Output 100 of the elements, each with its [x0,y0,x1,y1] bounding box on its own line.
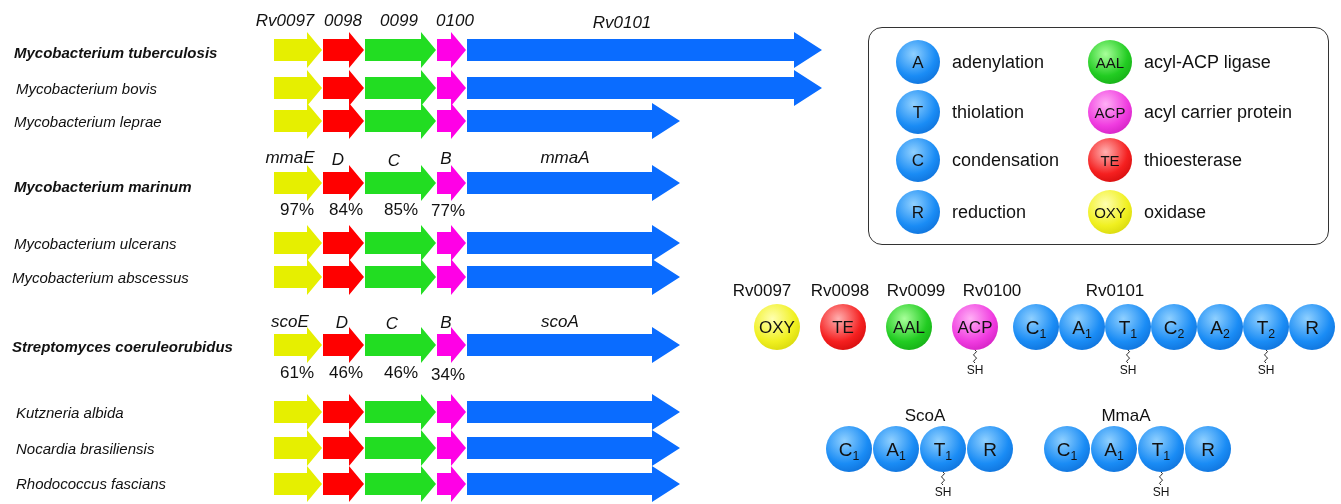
protein-name: ScoA [904,406,946,424]
gene-label: B [440,313,452,331]
domain-abbreviation: R [983,439,997,459]
domain-circle [1013,304,1059,350]
domain-circle [967,426,1013,472]
domain-circle [820,304,866,350]
species-name: Nocardia brasiliensis [16,440,155,456]
thiol-label: SH [966,364,984,376]
domain-abbreviation: ACP [957,318,993,336]
thiol-label: SH [1257,364,1275,376]
domain-circle [952,304,998,350]
gene-label: D [335,313,349,331]
thiol-label: SH [1119,364,1137,376]
domain-abbreviation: R [1305,317,1319,337]
domain-circle [1105,304,1151,350]
domain-abbreviation: T$_{1}$ [1118,317,1138,337]
domain-circle [1088,40,1132,84]
gene-label: Rv0101 [592,13,652,31]
domain-abbreviation: T$_{1}$ [1151,439,1171,459]
identity-percentage: 61% [280,363,314,381]
domain-circle [1059,304,1105,350]
domain-circle [896,138,940,182]
identity-percentage: 46% [384,363,418,381]
domain-abbreviation: OXY [1094,204,1126,220]
domain-description: acyl-ACP ligase [1144,53,1271,71]
gene-label: scoE [271,312,309,330]
domain-abbreviation: TE [1100,152,1120,168]
domain-abbreviation: A$_{1}$ [1104,439,1124,459]
protein-name: Rv0099 [886,281,946,299]
domain-circle [1289,304,1335,350]
gene-label: B [440,149,452,167]
species-name: Mycobacterium leprae [14,113,162,129]
protein-name: Rv0101 [1085,281,1145,299]
domain-abbreviation: A$_{2}$ [1210,317,1230,337]
domain-circle [886,304,932,350]
domain-circle [920,426,966,472]
gene-label: mmaE [265,148,315,166]
domain-circle [1088,90,1132,134]
domain-circle [1044,426,1090,472]
species-name: Mycobacterium ulcerans [14,235,177,251]
species-name: Streptomyces coeruleorubidus [12,338,233,354]
domain-abbreviation: C [911,151,925,169]
legend-panel [868,27,1329,245]
domain-abbreviation: OXY [759,318,795,336]
domain-circle [1088,190,1132,234]
identity-percentage: 77% [431,201,465,219]
domain-abbreviation: A$_{1}$ [1072,317,1092,337]
domain-circle [873,426,919,472]
identity-percentage: 97% [280,200,314,218]
domain-abbreviation: T$_{2}$ [1256,317,1276,337]
domain-circle [826,426,872,472]
species-name: Rhodococcus fascians [16,475,167,491]
domain-description: acyl carrier protein [1144,103,1293,121]
domain-circle [1138,426,1184,472]
domain-abbreviation: T [912,103,924,121]
protein-name: Rv0100 [962,281,1022,299]
domain-description: reduction [952,203,1027,221]
domain-abbreviation: R [911,203,925,221]
domain-abbreviation: A$_{1}$ [886,439,906,459]
domain-abbreviation: AAL [1095,54,1125,70]
gene-label: Rv0097 [255,11,315,29]
gene-label: 0099 [380,11,418,29]
domain-abbreviation: AAL [892,318,926,336]
domain-circle [1243,304,1289,350]
domain-abbreviation: ACP [1094,104,1126,120]
gene-label: 0100 [436,11,474,29]
identity-percentage: 85% [384,200,418,218]
domain-description: oxidase [1144,203,1207,221]
identity-percentage: 34% [431,365,465,383]
domain-abbreviation: TE [832,318,854,336]
gene-label: C [387,151,401,169]
identity-percentage: 46% [329,363,363,381]
protein-name: MmaA [1101,406,1151,424]
domain-circle [896,40,940,84]
thiol-label: SH [934,486,952,498]
gene-label: C [385,314,399,332]
domain-circle [896,190,940,234]
species-name: Kutzneria albida [16,404,124,420]
thiol-label: SH [1152,486,1170,498]
domain-abbreviation: A [912,53,924,71]
domain-abbreviation: C$_{1}$ [1025,317,1047,337]
protein-name: Rv0098 [810,281,870,299]
domain-circle [1185,426,1231,472]
identity-percentage: 84% [329,200,363,218]
domain-description: thioesterase [1144,151,1243,169]
domain-description: adenylation [952,53,1045,71]
domain-circle [896,90,940,134]
domain-abbreviation: C$_{1}$ [1056,439,1078,459]
domain-abbreviation: T$_{1}$ [933,439,953,459]
domain-description: thiolation [952,103,1025,121]
domain-abbreviation: C$_{2}$ [1163,317,1185,337]
species-name: Mycobacterium tuberculosis [14,44,218,60]
domain-circle [1088,138,1132,182]
species-name: Mycobacterium marinum [14,178,192,194]
domain-abbreviation: C$_{1}$ [838,439,860,459]
gene-label: mmaA [540,148,590,166]
domain-circle [1197,304,1243,350]
gene-label: D [331,150,345,168]
domain-abbreviation: R [1201,439,1215,459]
domain-description: condensation [952,151,1060,169]
